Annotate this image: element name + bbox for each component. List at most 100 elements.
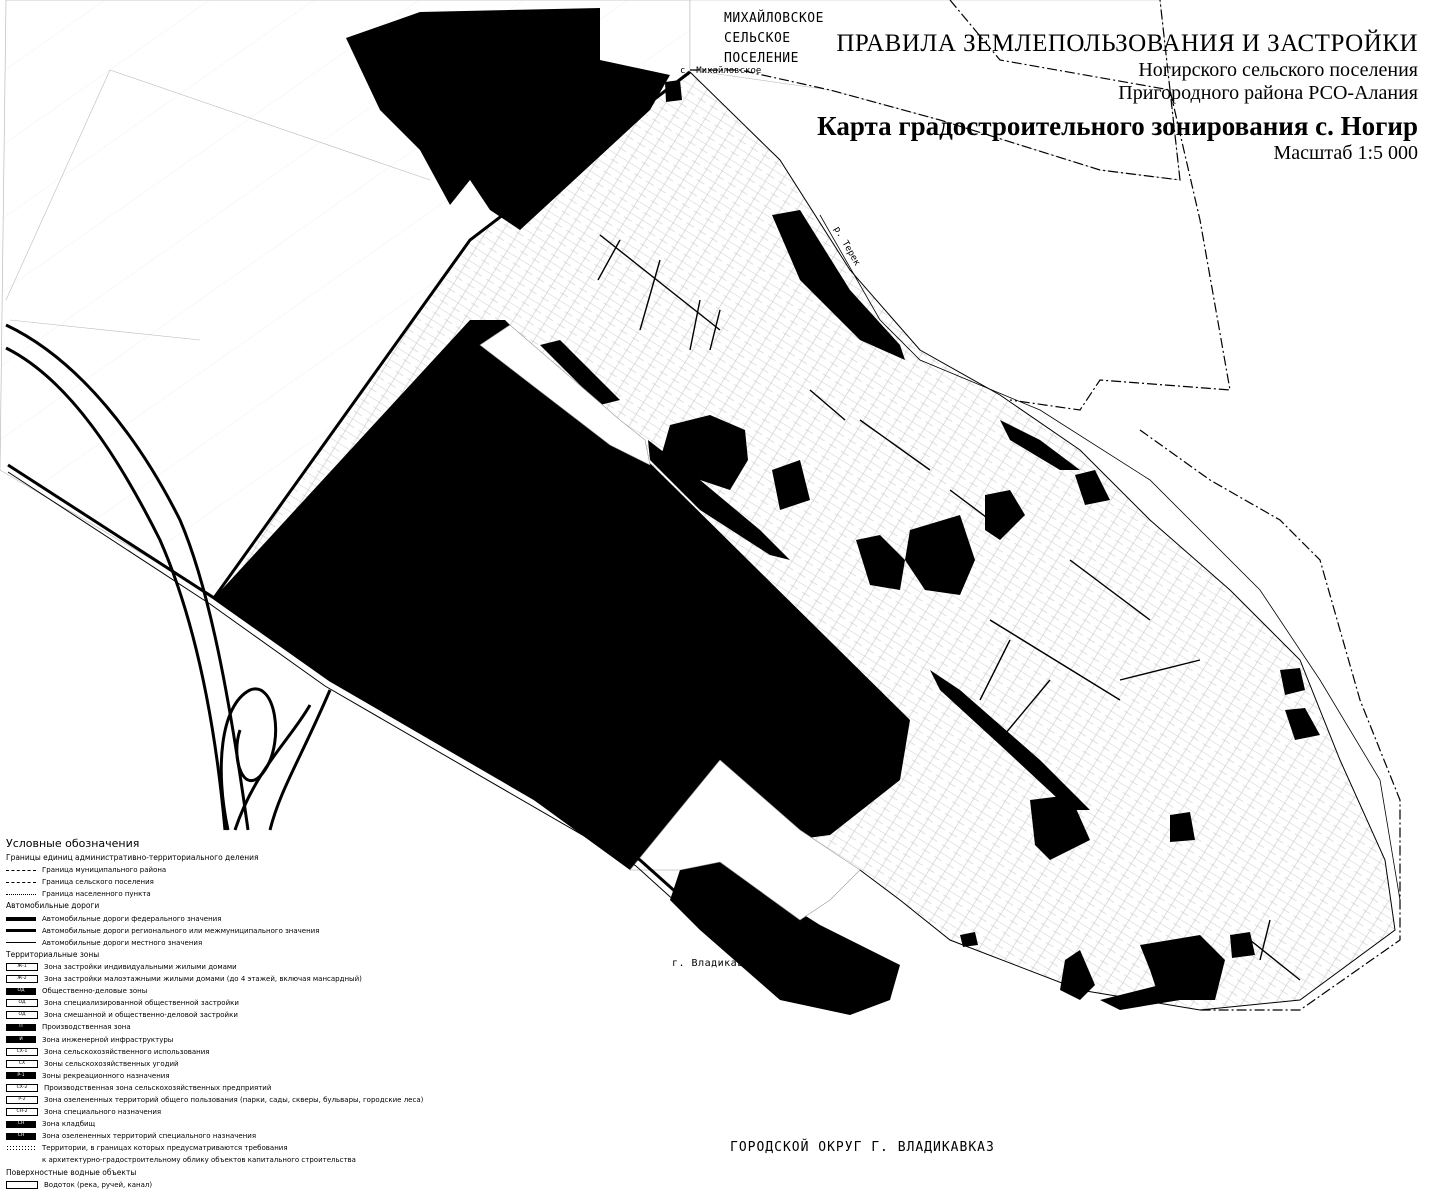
legend-symbol: [6, 893, 36, 895]
public-spaces: [479, 324, 861, 921]
legend-item: Автомобильные дороги федерального значен…: [6, 913, 406, 925]
legend-item: СН-2 Зона специального назначения: [6, 1106, 406, 1118]
legend-item: Граница муниципального района: [6, 864, 406, 876]
label-line: СЕЛЬСКОЕ: [724, 31, 791, 46]
industrial-zones: [214, 8, 1320, 1015]
terek-river: [819, 214, 1401, 901]
legend-symbol: [6, 916, 36, 921]
federal-road: [7, 70, 737, 952]
legend-label: Зона застройки малоэтажными жилыми домам…: [44, 975, 362, 984]
legend-group-heading: Границы единиц административно-территори…: [6, 853, 259, 863]
legend-label: Зоны сельскохозяйственных угодий: [44, 1059, 179, 1068]
title-line-1: ПРАВИЛА ЗЕМЛЕПОЛЬЗОВАНИЯ И ЗАСТРОЙКИ: [836, 30, 1418, 57]
legend-symbol: ОД: [6, 987, 36, 995]
legend-label: Автомобильные дороги федерального значен…: [42, 914, 222, 923]
railway: [5, 323, 250, 831]
legend-label: Территории, в границах которых предусмат…: [42, 1144, 288, 1153]
label-mikhailovskoe-village: с. Михайловское: [680, 66, 762, 76]
legend-label: Производственная зона: [42, 1023, 131, 1032]
legend-label: Граница сельского поселения: [42, 878, 154, 887]
legend-label: Зона кладбищ: [42, 1120, 96, 1129]
legend-group-heading: Поверхностные водные объекты: [6, 1167, 137, 1177]
legend-symbol: Р-1: [6, 1072, 36, 1080]
legend-symbol: [6, 1144, 36, 1152]
label-city-district: ГОРОДСКОЙ ОКРУГ Г. ВЛАДИКАВКАЗ: [730, 1140, 995, 1155]
legend-item: Автомобильные дороги местного значения: [6, 937, 406, 949]
legend-item: ОД Общественно-деловые зоны: [6, 985, 406, 997]
label-vladikavkaz: г. Владикавказ: [672, 958, 764, 969]
map-title: Карта градостроительного зонирования с. …: [817, 110, 1418, 141]
legend-label: Зона специализированной общественной зас…: [44, 999, 239, 1008]
legend-label: Автомобильные дороги регионального или м…: [42, 926, 320, 935]
local-roads: [597, 234, 1301, 981]
legend-symbol: СХ-1: [6, 1047, 38, 1056]
legend-item: Ж-2 Зона застройки малоэтажными жилыми до…: [6, 973, 406, 985]
legend-item: Ж-1 Зона застройки индивидуальными жилыми…: [6, 961, 406, 973]
legend-symbol: [6, 929, 36, 932]
legend-item: Р-1 Зоны рекреационного назначения: [6, 1070, 406, 1082]
label-mikhailovskoe-settlement: МИХАЙЛОВСКОЕ СЕЛЬСКОЕ ПОСЕЛЕНИЕ: [724, 9, 824, 69]
legend: Условные обозначения Границы единиц адми…: [6, 837, 423, 1191]
title-line-3: Пригородного района РСО-Алания: [1118, 81, 1418, 104]
legend-symbol: [6, 1180, 38, 1189]
legend-group-heading: Автомобильные дороги: [6, 901, 100, 911]
legend-symbol: ОД: [6, 1011, 38, 1020]
legend-symbol: ОД: [6, 999, 38, 1008]
legend-label: Зоны рекреационного назначения: [42, 1071, 170, 1080]
legend-label: Производственная зона сельскохозяйственн…: [44, 1083, 272, 1092]
legend-item: П Производственная зона: [6, 1021, 406, 1033]
legend-item: СХ-2 Производственная зона сельскохозяйст…: [6, 1082, 406, 1094]
legend-symbol: Р-2: [6, 1096, 38, 1105]
legend-body: Границы единиц административно-территори…: [6, 852, 423, 1191]
legend-label: Зона инженерной инфраструктуры: [42, 1035, 174, 1044]
legend-symbol: [6, 1157, 36, 1164]
legend-item: Водоток (река, ручей, канал): [6, 1179, 406, 1191]
legend-group-heading: Территориальные зоны: [6, 949, 100, 959]
legend-label: Зона специального назначения: [44, 1108, 162, 1117]
label-line: ПОСЕЛЕНИЕ: [724, 51, 799, 66]
road-interchange: [219, 687, 332, 831]
legend-item: И Зона инженерной инфраструктуры: [6, 1034, 406, 1046]
legend-item: Граница сельского поселения: [6, 876, 406, 888]
legend-item: СН Зона озелененных территорий специально…: [6, 1130, 406, 1142]
legend-label: Водоток (река, ручей, канал): [44, 1180, 153, 1189]
legend-label: к архитектурно-градостроительному облику…: [42, 1156, 356, 1165]
legend-title: Условные обозначения: [6, 837, 140, 850]
legend-symbol: Ж-1: [6, 962, 38, 971]
admin-boundary: [690, 0, 1401, 1011]
legend-symbol: П: [6, 1023, 36, 1031]
legend-symbol: [6, 881, 36, 883]
legend-symbol: СН-2: [6, 1108, 38, 1117]
legend-symbol: [6, 942, 36, 944]
legend-item: СХ-1 Зона сельскохозяйственного использов…: [6, 1046, 406, 1058]
legend-symbol: Ж-2: [6, 975, 38, 984]
legend-label: Зона озелененных территорий общего польз…: [44, 1095, 424, 1104]
legend-item: Граница населенного пункта: [6, 888, 406, 900]
legend-item: Р-2 Зона озелененных территорий общего по…: [6, 1094, 423, 1106]
legend-item: ОД Зона специализированной общественной з…: [6, 997, 406, 1009]
legend-symbol: СХ: [6, 1059, 38, 1068]
legend-symbol: СХ-2: [6, 1083, 38, 1092]
legend-symbol: И: [6, 1036, 36, 1044]
legend-item: Автомобильные дороги регионального или м…: [6, 925, 406, 937]
legend-label: Граница муниципального района: [42, 866, 167, 875]
map-scale: Масштаб 1:5 000: [1273, 141, 1418, 164]
legend-symbol: СН: [6, 1120, 36, 1128]
legend-item: к архитектурно-градостроительному облику…: [6, 1154, 406, 1166]
legend-label: Автомобильные дороги местного значения: [42, 938, 203, 947]
legend-label: Зона смешанной и общественно-деловой зас…: [44, 1011, 238, 1020]
legend-symbol: СН: [6, 1132, 36, 1140]
legend-item: СХ Зоны сельскохозяйственных угодий: [6, 1058, 406, 1070]
legend-label: Общественно-деловые зоны: [42, 987, 148, 996]
title-block: ПРАВИЛА ЗЕМЛЕПОЛЬЗОВАНИЯ И ЗАСТРОЙКИ Ног…: [817, 30, 1418, 165]
legend-symbol: [6, 869, 36, 871]
legend-label: Зона сельскохозяйственного использования: [44, 1047, 210, 1056]
title-line-2: Ногирского сельского поселения: [1138, 58, 1418, 81]
label-line: МИХАЙЛОВСКОЕ: [724, 11, 824, 26]
legend-label: Зона озелененных территорий специального…: [42, 1132, 257, 1141]
legend-item: Территории, в границах которых предусмат…: [6, 1142, 406, 1154]
legend-label: Зона застройки индивидуальными жилыми до…: [44, 962, 237, 971]
legend-item: СН Зона кладбищ: [6, 1118, 406, 1130]
legend-label: Граница населенного пункта: [42, 890, 151, 899]
